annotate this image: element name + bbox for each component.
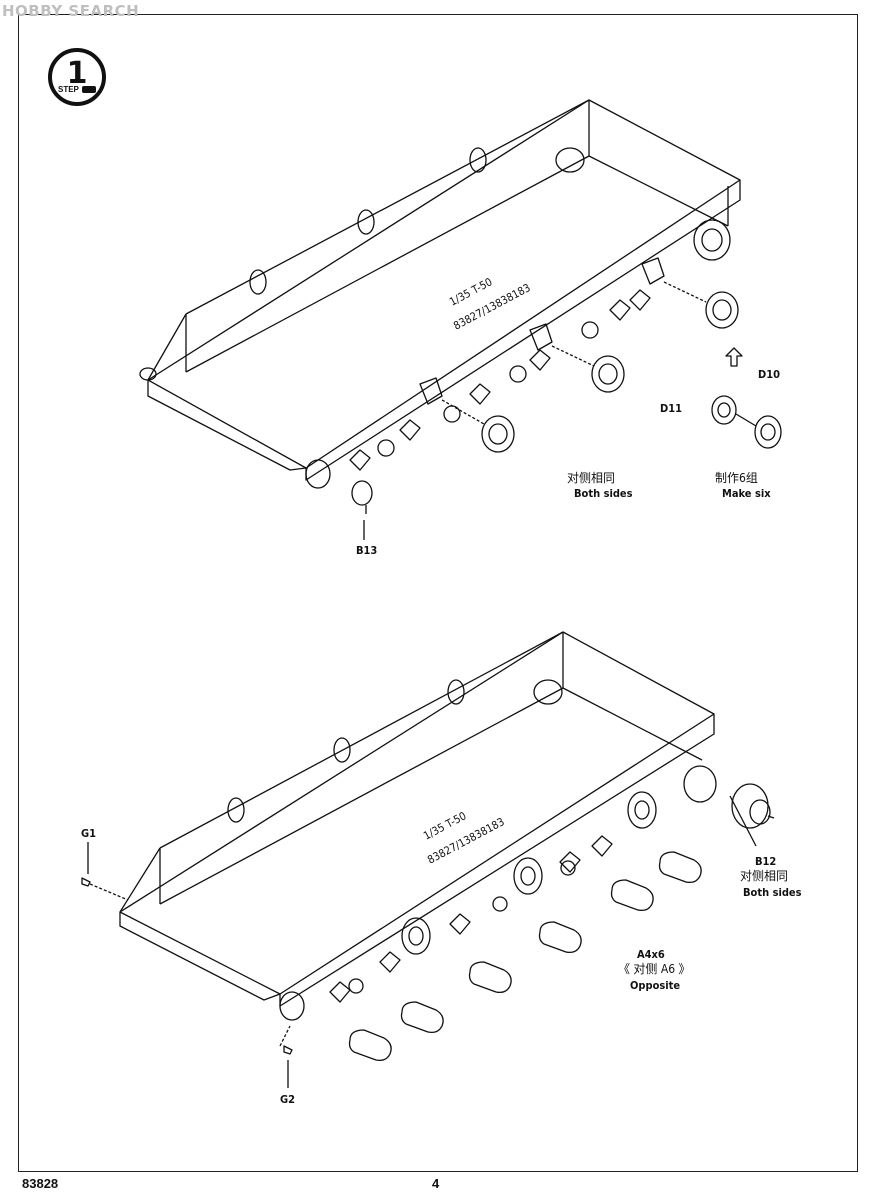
hull-bottom — [81, 520, 775, 1088]
label-d11: D11 — [660, 402, 682, 415]
step-badge: 1 STEP — [48, 48, 106, 106]
note-make-six-cn: 制作6组 — [715, 471, 758, 485]
step-number: 1 — [66, 56, 88, 91]
product-code: 83828 — [22, 1176, 59, 1191]
note-opposite-cn: 《 对侧 A6 》 — [618, 962, 691, 976]
note-both-sides-en: Both sides — [574, 487, 633, 500]
label-g1: G1 — [81, 827, 97, 840]
label-d10: D10 — [758, 368, 780, 381]
label-b13: B13 — [356, 544, 378, 557]
note-opposite-en: Opposite — [630, 979, 681, 992]
label-g2: G2 — [280, 1093, 296, 1106]
step-label: STEP — [58, 85, 79, 94]
note-b12-en: Both sides — [743, 886, 802, 899]
watermark: HOBBY SEARCH — [2, 2, 140, 20]
label-b12: B12 — [755, 855, 777, 868]
tank-icon — [82, 86, 96, 93]
note-both-sides-cn: 对侧相同 — [567, 471, 616, 485]
page-number: 4 — [432, 1176, 440, 1191]
label-a4x6: A4x6 — [637, 948, 665, 961]
page-frame — [18, 14, 858, 1172]
hull-top — [139, 99, 782, 514]
note-make-six-en: Make six — [722, 487, 771, 500]
note-b12-cn: 对侧相同 — [740, 869, 789, 883]
